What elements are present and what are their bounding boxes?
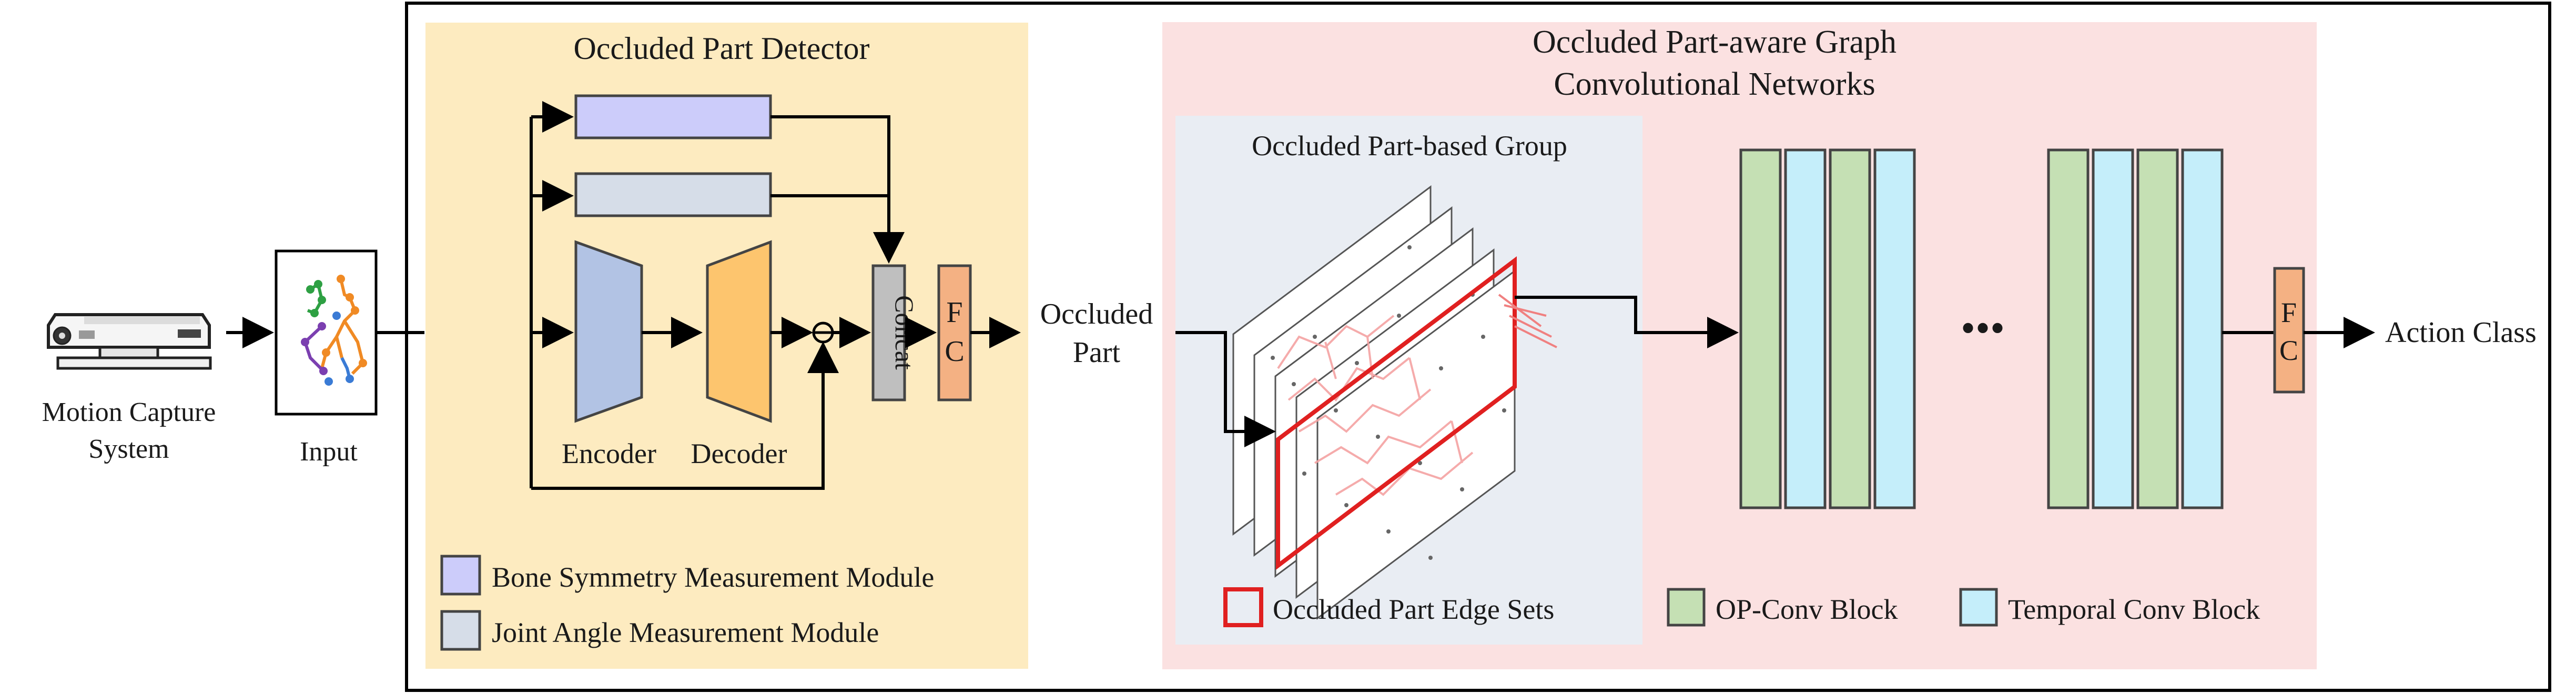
- gcn-fc-label-c: C: [2279, 335, 2298, 366]
- camera-caption-line2: System: [88, 434, 169, 464]
- camera-caption-line1: Motion Capture: [42, 397, 216, 427]
- gcn-fc-label-f: F: [2281, 297, 2297, 328]
- line-bone-to-concat: [770, 115, 905, 264]
- legend-occluded-edge-swatch: [1223, 587, 1263, 627]
- action-class-label: Action Class: [2385, 316, 2537, 349]
- legend-joint-angle-label: Joint Angle Measurement Module: [492, 617, 879, 648]
- legend-temporal-label: Temporal Conv Block: [2008, 594, 2260, 625]
- gcn-title-line1: Occluded Part-aware Graph: [1533, 24, 1896, 60]
- legend-joint-angle-swatch: [440, 610, 481, 651]
- joint-angle-module-block: [574, 172, 772, 217]
- legend-op-conv-swatch: [1667, 588, 1706, 627]
- temporal-conv-block-2: [1873, 148, 1916, 509]
- input-skeleton-image: [275, 249, 378, 416]
- skeleton-strokes: [1277, 315, 1474, 496]
- occluded-red-edges: [1498, 294, 1557, 348]
- skip-connection: [531, 342, 839, 490]
- op-conv-block-1: [1739, 148, 1782, 509]
- detector-fc-label-c: C: [945, 335, 964, 368]
- detector-fc-block: [937, 264, 972, 401]
- skeleton-dots: [1271, 245, 1506, 560]
- op-conv-block-2: [1829, 148, 1871, 509]
- temporal-conv-block-3: [2092, 148, 2134, 509]
- detector-title: Occluded Part Detector: [573, 31, 869, 66]
- legend-occluded-edge-label: Occluded Part Edge Sets: [1273, 594, 1554, 625]
- group-title: Occluded Part-based Group: [1252, 130, 1567, 162]
- arrow-stack-to-blocks: [1515, 296, 1739, 348]
- legend-bone-symmetry-swatch: [440, 555, 481, 596]
- arrow-into-stack: [1175, 331, 1276, 447]
- ellipsis-dots: •••: [1961, 305, 2005, 351]
- encoder-label: Encoder: [562, 438, 656, 469]
- decoder-block: [706, 240, 772, 423]
- temporal-conv-block-4: [2181, 148, 2224, 509]
- temporal-conv-block-1: [1784, 148, 1827, 509]
- input-caption: Input: [300, 437, 358, 467]
- gcn-title-line2: Convolutional Networks: [1554, 66, 1875, 102]
- detector-fc-label-f: F: [946, 296, 962, 329]
- encoder-block: [574, 240, 643, 423]
- subtract-operator-icon: [812, 322, 834, 344]
- bone-symmetry-module-block: [574, 94, 772, 139]
- concat-block: [871, 264, 906, 401]
- op-conv-block-4: [2136, 148, 2179, 509]
- legend-bone-symmetry-label: Bone Symmetry Measurement Module: [492, 561, 934, 593]
- legend-temporal-swatch: [1959, 588, 1998, 627]
- legend-op-conv-label: OP-Conv Block: [1716, 594, 1898, 625]
- decoder-label: Decoder: [691, 438, 787, 469]
- occluded-part-label-line1: Occluded: [1040, 298, 1153, 330]
- occluded-part-edge-set-frame: [1276, 256, 1517, 570]
- gcn-fc-block: [2273, 267, 2305, 394]
- op-conv-block-3: [2047, 148, 2090, 509]
- occluded-part-label-line2: Part: [1073, 336, 1121, 369]
- motion-capture-camera-icon: [47, 313, 212, 370]
